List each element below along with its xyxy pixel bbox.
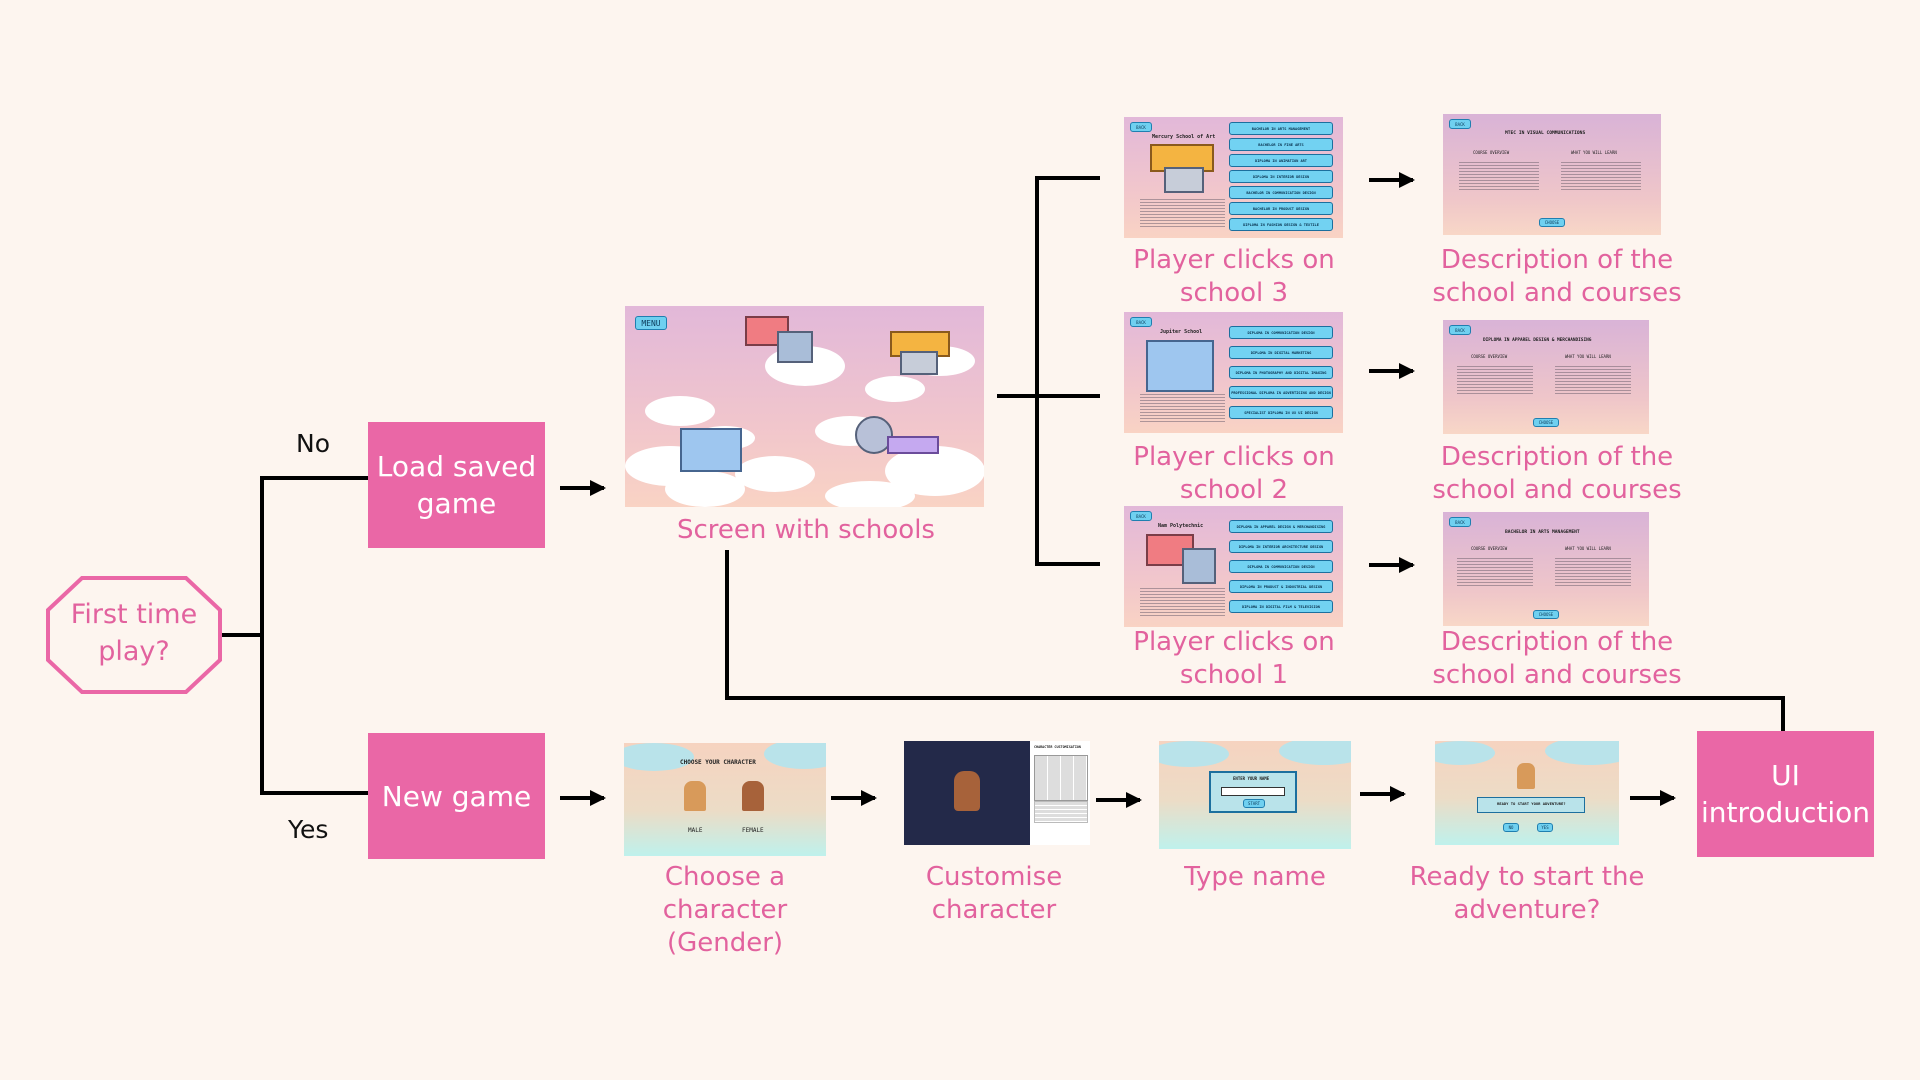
school2-name: Jupiter School (1160, 329, 1203, 335)
character-sprite (1517, 763, 1535, 789)
no-button: NO (1503, 823, 1519, 832)
school2-screen-thumbnail: BACK Jupiter School DIPLOMA IN COMMUNICA… (1124, 312, 1343, 433)
course-button: DIPLOMA IN ANIMATION ART (1229, 154, 1333, 167)
course-button: DIPLOMA IN PHOTOGRAPHY AND DIGITAL IMAGI… (1229, 366, 1333, 379)
caption-desc2: Description of the school and courses (1432, 442, 1682, 505)
branch-no-label: No (296, 429, 330, 458)
course-button: DIPLOMA IN DIGITAL FILM & TELEVISION (1229, 600, 1333, 613)
back-button: BACK (1130, 317, 1152, 327)
course-button: DIPLOMA IN DIGITAL MARKETING (1229, 346, 1333, 359)
loop-to-ui (725, 550, 1785, 732)
ready-question: READY TO START YOUR ADVENTURE? (1497, 801, 1566, 806)
start-decision-label: First time play? (70, 599, 198, 667)
course-overview-label: COURSE OVERVIEW (1471, 546, 1508, 551)
course-overview-label: COURSE OVERVIEW (1471, 354, 1508, 359)
choose-character-screen-thumbnail: CHOOSE YOUR CHARACTER MALE FEMALE (624, 743, 826, 856)
caption-school1: Player clicks on school 1 (1133, 627, 1335, 690)
course-button: DIPLOMA IN INTERIOR DESIGN (1229, 170, 1333, 183)
caption-customise: Customise character (925, 862, 1063, 925)
desc1-title: BACHELOR IN ARTS MANAGEMENT (1505, 530, 1580, 535)
school3-screen-thumbnail: BACK Mercury School of Art BACHELOR IN A… (1124, 117, 1343, 238)
choose-button: CHOOSE (1533, 418, 1559, 427)
female-label: FEMALE (742, 827, 764, 834)
name-input (1221, 787, 1285, 796)
caption-type-name: Type name (1184, 862, 1326, 892)
choose-button: CHOOSE (1533, 610, 1559, 619)
start-button: START (1243, 799, 1265, 808)
school1-name: Nam Polytechnic (1158, 523, 1204, 529)
male-character (684, 781, 706, 811)
new-game-box: New game (368, 733, 545, 859)
course-button: DIPLOMA IN COMMUNICATION DESIGN (1229, 560, 1333, 573)
school1-screen-thumbnail: BACK Nam Polytechnic DIPLOMA IN APPAREL … (1124, 506, 1343, 627)
course-button: BACHELOR IN PRODUCT DESIGN (1229, 202, 1333, 215)
course-button: DIPLOMA IN FASHION DESIGN & TEXTILE (1229, 218, 1333, 231)
customisation-title: CHARACTER CUSTOMISATION (1034, 745, 1081, 749)
back-button: BACK (1130, 122, 1152, 132)
female-character (742, 781, 764, 811)
what-learn-label: WHAT YOU WILL LEARN (1571, 150, 1617, 155)
desc1-screen-thumbnail: BACK BACHELOR IN ARTS MANAGEMENT COURSE … (1443, 512, 1649, 626)
what-learn-label: WHAT YOU WILL LEARN (1565, 354, 1611, 359)
back-button: BACK (1449, 325, 1471, 335)
back-button: BACK (1449, 119, 1471, 129)
school-building-1 (680, 428, 742, 472)
caption-desc3: Description of the school and courses (1432, 245, 1682, 308)
desc3-title: MTEC IN VISUAL COMMUNICATIONS (1505, 131, 1586, 136)
desc2-title: DIPLOMA IN APPAREL DESIGN & MERCHANDISIN… (1483, 338, 1592, 343)
desc2-screen-thumbnail: BACK DIPLOMA IN APPAREL DESIGN & MERCHAN… (1443, 320, 1649, 434)
start-decision-octagon (46, 576, 222, 694)
course-button: BACHELOR IN ARTS MANAGEMENT (1229, 122, 1333, 135)
caption-desc1: Description of the school and courses (1432, 627, 1682, 690)
back-button: BACK (1130, 511, 1152, 521)
yes-button: YES (1537, 823, 1553, 832)
back-button: BACK (1449, 517, 1471, 527)
type-name-screen-thumbnail: ENTER YOUR NAME START (1159, 741, 1351, 849)
enter-name-label: ENTER YOUR NAME (1233, 776, 1270, 781)
desc3-screen-thumbnail: BACK MTEC IN VISUAL COMMUNICATIONS COURS… (1443, 114, 1661, 235)
choose-title: CHOOSE YOUR CHARACTER (680, 759, 756, 766)
caption-ready: Ready to start the adventure? (1409, 862, 1645, 925)
course-button: PROFESSIONAL DIPLOMA IN ADVERTISING AND … (1229, 386, 1333, 399)
course-button: DIPLOMA IN APPAREL DESIGN & MERCHANDISIN… (1229, 520, 1333, 533)
ui-introduction-box: UI introduction (1697, 731, 1874, 857)
course-button: BACHELOR IN FINE ARTS (1229, 138, 1333, 151)
course-overview-label: COURSE OVERVIEW (1473, 150, 1510, 155)
ready-screen-thumbnail: READY TO START YOUR ADVENTURE? NO YES (1435, 741, 1619, 845)
branch-yes-label: Yes (288, 815, 329, 844)
what-learn-label: WHAT YOU WILL LEARN (1565, 546, 1611, 551)
choose-button: CHOOSE (1539, 218, 1565, 227)
course-button: DIPLOMA IN PRODUCT & INDUSTRIAL DESIGN (1229, 580, 1333, 593)
caption-schools-screen: Screen with schools (677, 515, 935, 545)
schools-screen-thumbnail: MENU (625, 306, 984, 507)
course-button: DIPLOMA IN COMMUNICATION DESIGN (1229, 326, 1333, 339)
male-label: MALE (688, 827, 703, 834)
caption-school2: Player clicks on school 2 (1133, 442, 1335, 505)
character-preview (954, 771, 980, 811)
course-button: SPECIALIST DIPLOMA IN UX UI DESIGN (1229, 406, 1333, 419)
menu-button: MENU (635, 316, 667, 330)
load-saved-game-box: Load saved game (368, 422, 545, 548)
caption-choose-character: Choose a character (Gender) (662, 862, 788, 958)
course-button: DIPLOMA IN INTERIOR ARCHITECTURE DESIGN (1229, 540, 1333, 553)
school3-name: Mercury School of Art (1152, 134, 1216, 140)
school-building-4 (855, 416, 893, 454)
customise-screen-thumbnail: CHARACTER CUSTOMISATION (904, 741, 1090, 845)
caption-school3: Player clicks on school 3 (1133, 245, 1335, 308)
course-button: BACHELOR IN COMMUNICATION DESIGN (1229, 186, 1333, 199)
